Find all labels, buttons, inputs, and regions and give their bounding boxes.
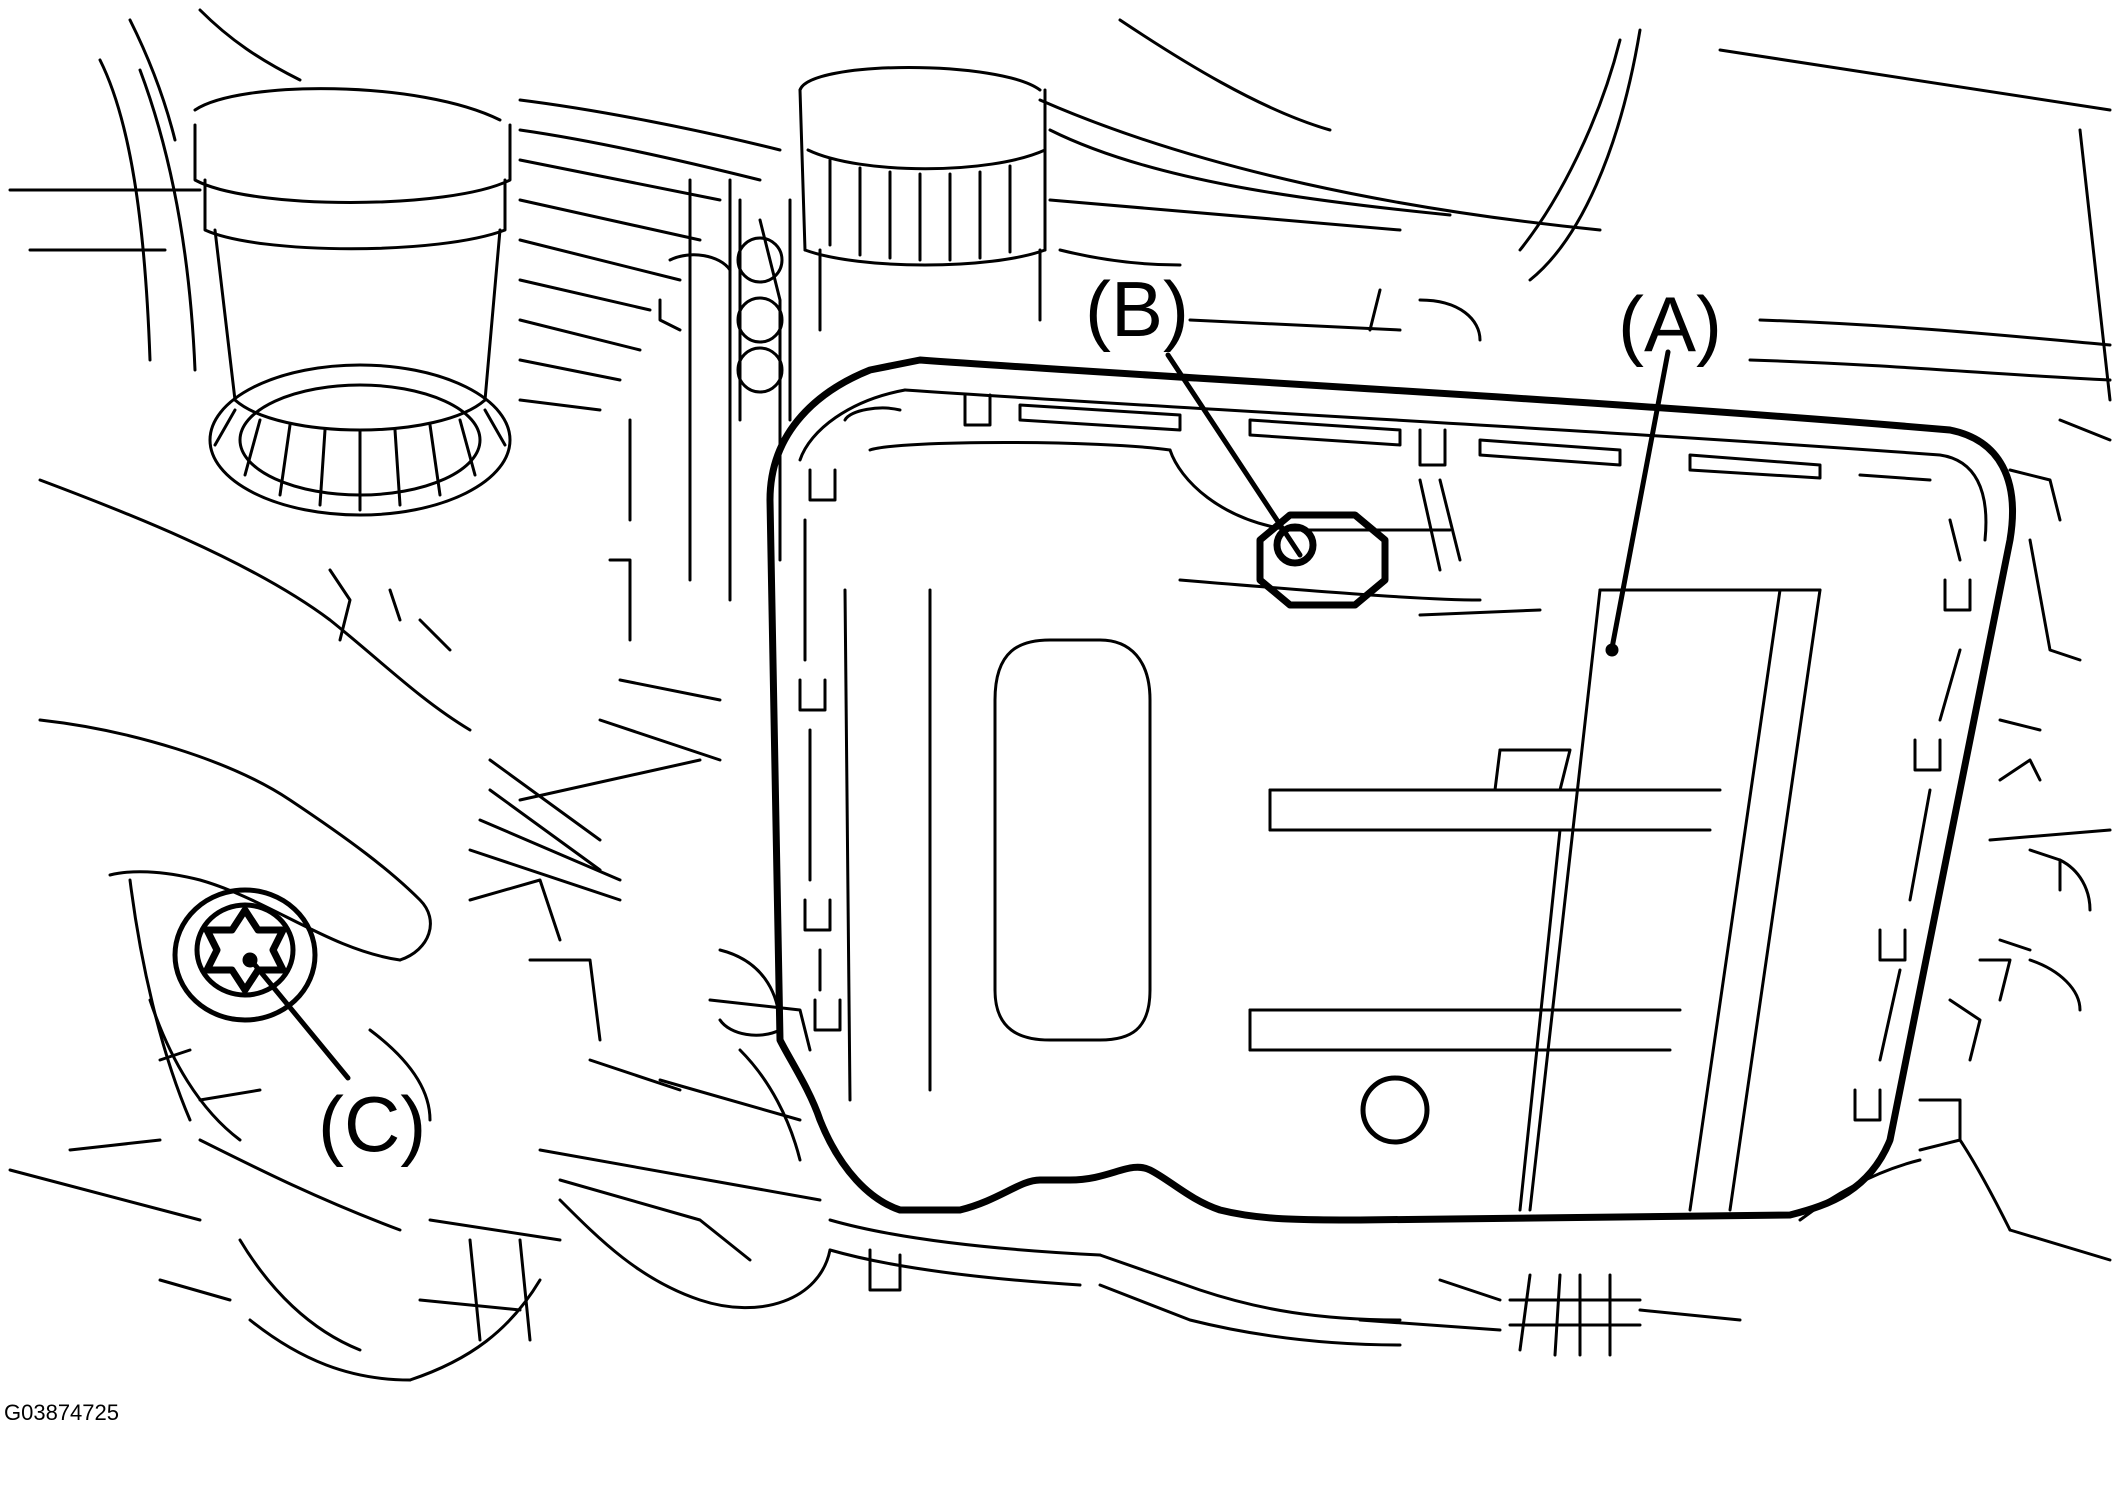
oil-pan-body [843, 441, 1822, 1212]
dipstick-tube-rings [736, 198, 792, 422]
oil-pan-outline [766, 356, 2016, 1224]
callout-a-label: (A) [1618, 280, 1722, 368]
figure-id-label: G03874725 [4, 1400, 119, 1425]
leader-line-c [252, 962, 351, 1081]
leader-lines [252, 349, 1671, 1081]
oil-filter [798, 66, 1047, 332]
lower-mounts [828, 1098, 2112, 1357]
callout-c-label: (C) [318, 1080, 427, 1168]
transmission-case-left [518, 98, 782, 762]
pan-bolt-tabs [798, 393, 1972, 1122]
leader-dot-a [1605, 643, 1619, 657]
leader-line-a [1609, 349, 1671, 651]
transmission-case-bottom [8, 878, 832, 1382]
transmission-case-right [1948, 468, 2112, 1062]
lower-left-hose [38, 478, 702, 962]
upper-hose-assembly [8, 8, 512, 517]
leader-line-b [1165, 352, 1303, 558]
fill-plug-c [172, 887, 318, 1023]
transmission-case-top [1038, 18, 2112, 442]
drain-plug-b [1168, 448, 1462, 609]
callout-b-label: (B) [1085, 265, 1189, 353]
